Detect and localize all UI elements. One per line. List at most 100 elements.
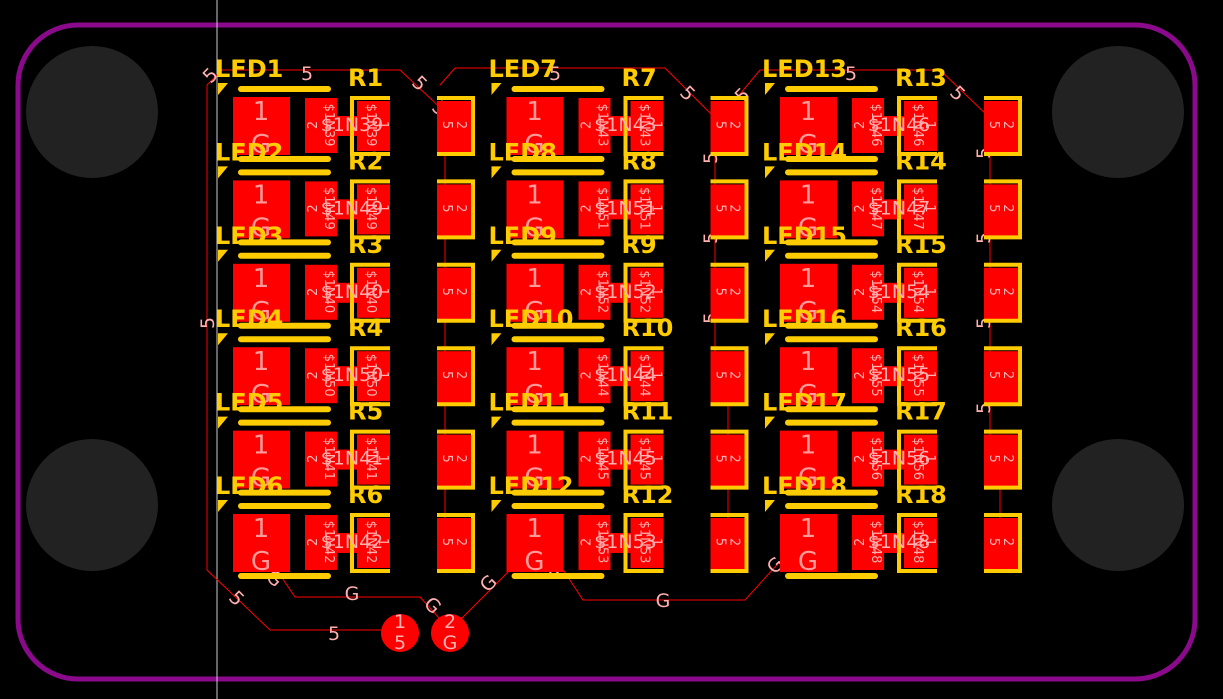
led-pad-2: [578, 98, 611, 153]
resistor-designator: R9: [622, 231, 657, 259]
vcc-net-label: 5: [945, 82, 969, 106]
pad-number: 1: [526, 97, 543, 127]
pad-net: $1N47: [910, 187, 925, 230]
resistor-designator: R12: [622, 481, 674, 509]
pad-number: 1: [800, 347, 817, 377]
resistor-pad-2: [984, 184, 1020, 237]
pad-number: 1: [526, 180, 543, 210]
vcc-net-label: 5: [328, 623, 340, 645]
pad-number: 2: [853, 121, 868, 129]
undefined: [259, 544, 536, 631]
resistor-silk-outline: [984, 179, 1022, 240]
pad-number: 1: [375, 288, 390, 296]
pad-net: 5: [713, 538, 728, 546]
pad-number: 1: [253, 264, 270, 294]
led-designator: LED3: [215, 222, 283, 250]
pad-number: 2: [853, 538, 868, 546]
pad-number: 2: [306, 288, 321, 296]
pad-number: 2: [853, 288, 868, 296]
led-pad-2: [305, 264, 337, 320]
pin1-marker: [218, 166, 228, 179]
pad-net: $1N42: [363, 521, 378, 564]
pad-number: 2: [727, 204, 742, 212]
resistor-silk-outline: [623, 429, 664, 490]
pad-number: 2: [580, 454, 595, 462]
pad-number: 1: [649, 121, 664, 129]
led-pad-2: [578, 431, 611, 487]
pad-net: 5: [986, 288, 1001, 296]
led-pad-2: [852, 348, 884, 404]
led-pad-1: [233, 347, 290, 406]
pad-net: G: [524, 547, 544, 577]
resistor-silk-outline: [350, 513, 390, 573]
pad-number: 1: [922, 454, 937, 462]
pad-net: G: [524, 380, 544, 410]
pad-net: $1N54: [868, 270, 883, 313]
resistor-designator: R11: [622, 398, 674, 426]
resistor-pad-1: [904, 434, 937, 485]
led-pad-1: [780, 263, 837, 322]
pad-net: G: [251, 464, 271, 494]
net-label: $1N46: [868, 114, 931, 136]
resistor-silk-outline: [623, 513, 664, 573]
pad-number: 2: [1000, 371, 1015, 379]
pad-net: $1N39: [363, 104, 378, 147]
led-pad-1: [506, 514, 564, 572]
pin1-marker: [765, 500, 775, 512]
pad-number: 1: [800, 431, 817, 461]
resistor-designator: R4: [348, 314, 383, 342]
resistor-silk-outline: [623, 346, 664, 407]
pad-net: $1N41: [363, 437, 378, 480]
pad-number: 2: [727, 454, 742, 462]
pad-net: $1N53: [595, 521, 610, 564]
pad-number: 2: [453, 121, 468, 129]
led-designator: LED8: [489, 138, 557, 166]
pad-net: 5: [713, 454, 728, 462]
pad-net: 5: [439, 204, 454, 212]
resistor-silk-outline: [984, 346, 1022, 407]
pad-net: $1N43: [637, 104, 652, 147]
resistor-pad-1: [357, 267, 390, 318]
led-pad-2: [305, 181, 337, 237]
resistor-silk-outline: [897, 262, 937, 323]
pad-number: 1: [922, 288, 937, 296]
pad-net: $1N46: [868, 104, 883, 147]
resistor-silk-outline: [350, 346, 390, 407]
resistor-pad-1: [630, 101, 664, 151]
resistor-designator: R6: [348, 481, 383, 509]
pad-number: 2: [727, 288, 742, 296]
resistor-pad-2: [710, 518, 747, 570]
led-designator: LED11: [489, 389, 574, 417]
pad-number: 1: [253, 97, 270, 127]
resistor-designator: R8: [622, 147, 657, 175]
resistor-silk-outline: [710, 96, 749, 156]
led-pad-2: [305, 348, 337, 404]
resistor-silk-outline: [437, 96, 475, 156]
pad-number: 2: [306, 371, 321, 379]
pad-number: 1: [922, 121, 937, 129]
pad-net: G: [251, 297, 271, 327]
pad-net: 5: [986, 204, 1001, 212]
pad-number: 1: [375, 371, 390, 379]
led-designator: LED9: [489, 222, 557, 250]
pad-number: 2: [853, 371, 868, 379]
led-pad-2: [578, 515, 611, 570]
pad-number: 2: [1000, 288, 1015, 296]
led-designator: LED14: [762, 138, 847, 166]
resistor-silk-outline: [897, 346, 937, 407]
pad-number: 1: [649, 538, 664, 546]
resistor-pad-1: [630, 434, 664, 485]
net-label: $1N54: [868, 281, 931, 303]
pad-number: 2: [453, 454, 468, 462]
net-label: $1N42: [321, 531, 384, 553]
pad-net: G: [251, 380, 271, 410]
